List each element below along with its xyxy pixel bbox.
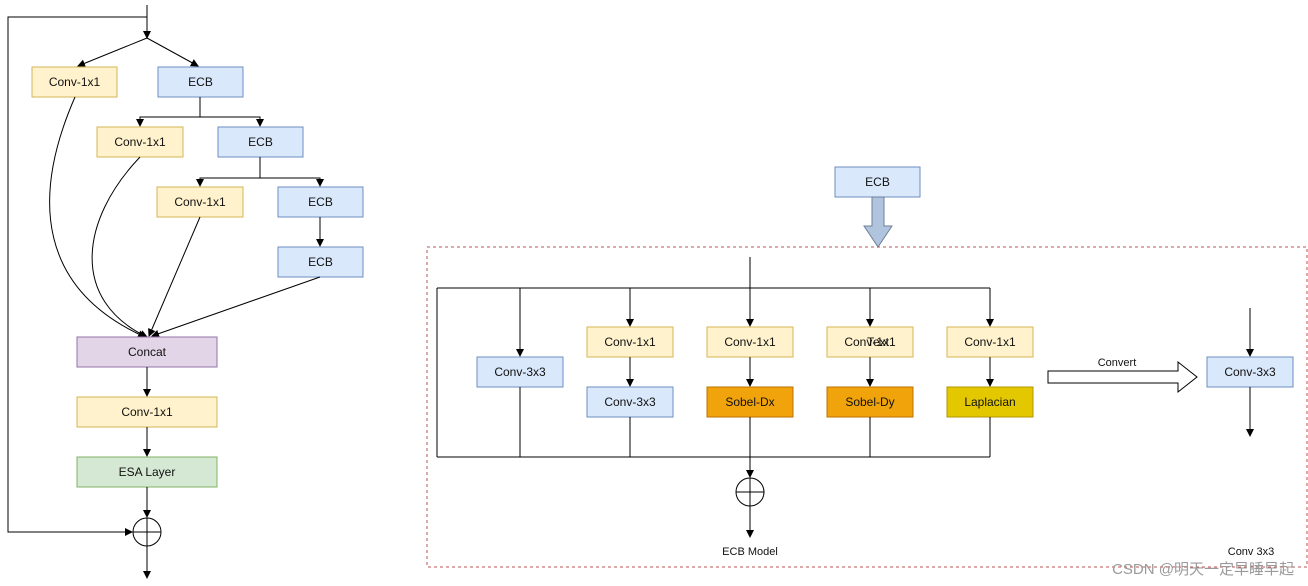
left-ecb-c-label: ECB bbox=[308, 195, 333, 209]
right-ecb-top-box bbox=[834, 166, 921, 198]
left-conv1x1-a-label: Conv-1x1 bbox=[49, 75, 101, 89]
convert-arrow-icon bbox=[1047, 360, 1198, 394]
result-conv3x3-box bbox=[1206, 356, 1294, 388]
branch5-laplacian-label: Laplacian bbox=[964, 395, 1015, 409]
left-diagram: Conv-1x1 ECB Conv-1x1 ECB Conv-1x1 ECB E… bbox=[7, 5, 364, 579]
split-arrow-left bbox=[77, 37, 148, 68]
convert-label: Convert bbox=[1098, 357, 1137, 369]
branch1-conv3x3-label: Conv-3x3 bbox=[494, 365, 546, 379]
branch5-conv1x1-box bbox=[946, 326, 1034, 358]
line-ecb-d-to-concat bbox=[151, 276, 321, 338]
branch3-conv1x1-box bbox=[706, 326, 794, 358]
left-ecb-b-label: ECB bbox=[248, 135, 273, 149]
branch3-sobel-dx-label: Sobel-Dx bbox=[725, 395, 774, 409]
branch3-sobel-dx-box bbox=[706, 386, 794, 418]
left-ecb-a-label: ECB bbox=[188, 75, 213, 89]
branch2-conv3x3-label: Conv-3x3 bbox=[604, 395, 656, 409]
right-ecb-top-label: ECB bbox=[865, 175, 890, 189]
left-ecb-a-box bbox=[157, 66, 244, 98]
branch1-conv3x3-box bbox=[476, 356, 564, 388]
split-arrow-right bbox=[146, 37, 199, 67]
watermark: CSDN @明天一定早睡早起 bbox=[1112, 561, 1294, 578]
branch4-sobel-dy-box bbox=[826, 386, 914, 418]
left-ecb-b-box bbox=[217, 126, 304, 158]
branch2-conv1x1-box bbox=[586, 326, 674, 358]
left-esa-box bbox=[76, 456, 218, 488]
right-diagram: ECB Conv-3x3 Conv-1x1 Conv-3x3 Conv-1x1 bbox=[426, 166, 1308, 568]
result-conv3x3-label: Conv-3x3 bbox=[1224, 365, 1276, 379]
branch5-conv1x1-label: Conv-1x1 bbox=[964, 335, 1016, 349]
left-concat-box bbox=[76, 336, 218, 368]
branch2-conv1x1-label: Conv-1x1 bbox=[604, 335, 656, 349]
expand-arrow-icon bbox=[863, 196, 893, 248]
left-conv1x1-b-box bbox=[96, 126, 184, 158]
skip-connection-line bbox=[7, 16, 147, 536]
left-conv1x1-b-label: Conv-1x1 bbox=[114, 135, 166, 149]
left-conv1x1-c-label: Conv-1x1 bbox=[174, 195, 226, 209]
branch4-overlay-label: Text bbox=[867, 335, 890, 349]
branch4-conv1x1-label: Conv-1x1 bbox=[844, 335, 896, 349]
curve-conv-b-to-concat bbox=[91, 156, 148, 338]
left-conv1x1-c-box bbox=[156, 186, 244, 218]
ecb-model-container bbox=[426, 246, 1308, 568]
result-conv-label: Conv 3x3 bbox=[1228, 546, 1274, 558]
branch2-conv3x3-box bbox=[586, 386, 674, 418]
right-sum-icon bbox=[735, 477, 765, 507]
split2-line-right bbox=[200, 116, 264, 127]
left-ecb-d-box bbox=[277, 246, 364, 278]
branch3-conv1x1-label: Conv-1x1 bbox=[724, 335, 776, 349]
left-esa-label: ESA Layer bbox=[119, 465, 176, 479]
branch4-conv1x1-box bbox=[826, 326, 914, 358]
branch4-sobel-dy-label: Sobel-Dy bbox=[845, 395, 894, 409]
split3-line-right bbox=[260, 177, 324, 187]
left-conv1x1-out-label: Conv-1x1 bbox=[121, 405, 173, 419]
ecb-model-label: ECB Model bbox=[722, 546, 778, 558]
split3-line bbox=[196, 157, 261, 187]
left-ecb-d-label: ECB bbox=[308, 255, 333, 269]
curve-conv-a-to-concat bbox=[49, 96, 146, 338]
left-concat-label: Concat bbox=[128, 345, 167, 359]
left-sum-icon bbox=[132, 517, 162, 547]
left-ecb-c-box bbox=[277, 186, 364, 218]
split2-line bbox=[136, 97, 201, 127]
left-conv1x1-a-box bbox=[31, 66, 118, 98]
line-conv-c-to-concat bbox=[148, 216, 201, 337]
